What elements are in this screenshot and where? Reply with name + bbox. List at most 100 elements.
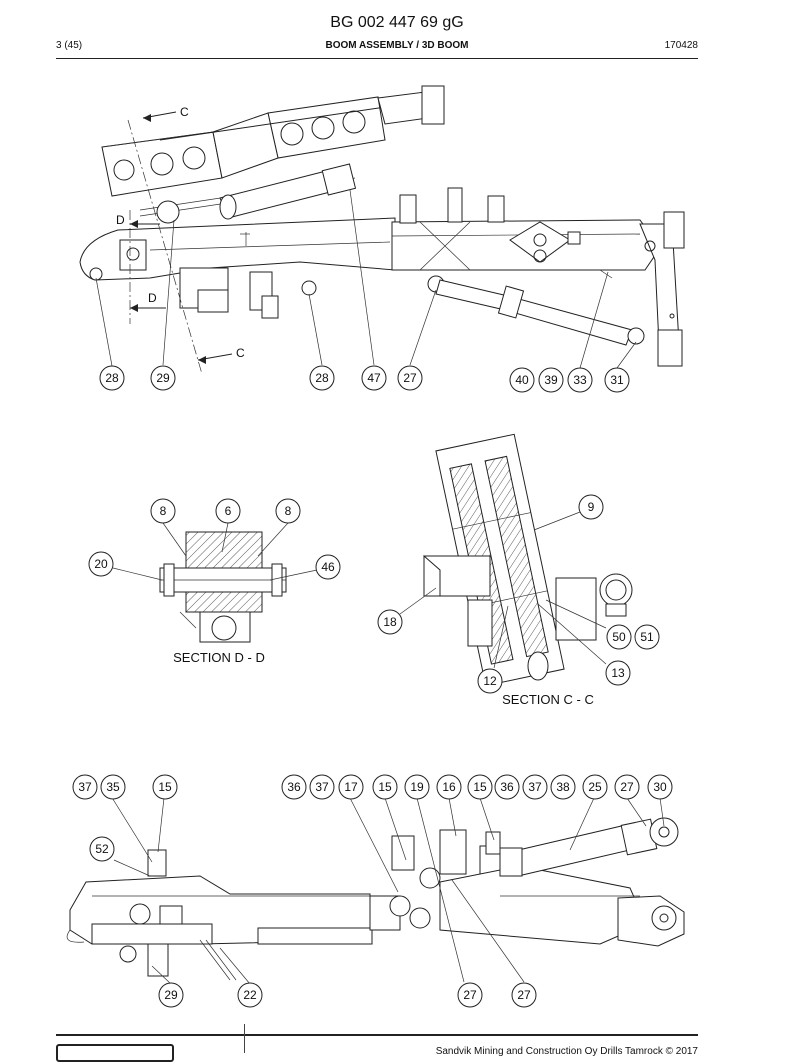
callout-27: 27: [614, 774, 640, 800]
svg-text:15: 15: [473, 780, 487, 794]
callout-27: 27: [457, 982, 483, 1008]
callout-37: 37: [309, 774, 335, 800]
footer-rule: [56, 1034, 698, 1036]
svg-text:15: 15: [158, 780, 172, 794]
callout-18: 18: [377, 609, 403, 635]
svg-text:13: 13: [611, 666, 625, 680]
callout-16: 16: [436, 774, 462, 800]
svg-text:6: 6: [225, 504, 232, 518]
rear-bracket: [639, 211, 685, 367]
section-dd-view: SECTION D - D: [112, 522, 318, 665]
svg-text:16: 16: [442, 780, 456, 794]
callout-40: 40: [509, 367, 535, 393]
svg-text:37: 37: [315, 780, 329, 794]
callout-47: 47: [361, 365, 387, 391]
svg-text:27: 27: [403, 371, 417, 385]
sandvik-logo: [56, 1044, 174, 1062]
svg-text:33: 33: [573, 373, 587, 387]
svg-text:27: 27: [620, 780, 634, 794]
svg-text:28: 28: [105, 371, 119, 385]
callout-52: 52: [89, 836, 115, 862]
callout-15: 15: [152, 774, 178, 800]
copyright-notice: Sandvik Mining and Construction Oy Drill…: [435, 1046, 698, 1057]
section-title: BOOM ASSEMBLY / 3D BOOM: [325, 40, 469, 51]
callout-29: 29: [150, 365, 176, 391]
svg-text:40: 40: [515, 373, 529, 387]
bottom-boom-view: [66, 795, 685, 985]
callout-28: 28: [99, 365, 125, 391]
section-marker-d-bottom: D: [148, 291, 157, 305]
svg-text:25: 25: [588, 780, 602, 794]
callout-35: 35: [100, 774, 126, 800]
svg-text:51: 51: [640, 630, 654, 644]
svg-text:12: 12: [483, 674, 497, 688]
callout-12: 12: [477, 668, 503, 694]
svg-text:17: 17: [344, 780, 358, 794]
section-cc-label: SECTION C - C: [502, 692, 594, 707]
svg-text:15: 15: [378, 780, 392, 794]
section-marker-c-bottom: C: [236, 346, 245, 360]
svg-text:18: 18: [383, 615, 397, 629]
svg-text:52: 52: [95, 842, 109, 856]
callout-22: 22: [237, 982, 263, 1008]
bottom-leader-lines: [110, 795, 665, 985]
section-dd-leaders: [112, 522, 318, 581]
svg-text:37: 37: [528, 780, 542, 794]
callout-31: 31: [604, 367, 630, 393]
callouts-section-dd: 8 6 8 20 46: [88, 498, 341, 580]
extension-beam: [101, 85, 445, 217]
callout-6: 6: [215, 498, 241, 524]
extension-cylinder: [156, 163, 357, 224]
svg-text:31: 31: [610, 373, 624, 387]
svg-text:30: 30: [653, 780, 667, 794]
svg-text:29: 29: [156, 371, 170, 385]
callout-27: 27: [397, 365, 423, 391]
svg-text:27: 27: [517, 988, 531, 1002]
header-rule: [56, 58, 698, 59]
section-cc-view: SECTION C - C: [399, 433, 633, 707]
callout-29: 29: [158, 982, 184, 1008]
section-marker-c-top: C: [180, 105, 189, 119]
callout-15: 15: [372, 774, 398, 800]
svg-text:39: 39: [544, 373, 558, 387]
callout-33: 33: [567, 367, 593, 393]
svg-text:9: 9: [588, 500, 595, 514]
callout-36: 36: [494, 774, 520, 800]
svg-text:8: 8: [160, 504, 167, 518]
document-date: 170428: [664, 40, 698, 51]
footer-divider: [244, 1024, 245, 1053]
callouts-bottom: 37 35 15 52 36 37 17 15 19 16 15 36 37 3…: [72, 774, 673, 1008]
svg-text:19: 19: [410, 780, 424, 794]
callout-13: 13: [605, 660, 631, 686]
callout-30: 30: [647, 774, 673, 800]
callout-15: 15: [467, 774, 493, 800]
callout-27: 27: [511, 982, 537, 1008]
svg-text:20: 20: [94, 557, 108, 571]
callout-9: 9: [578, 494, 604, 520]
main-boom-body: [79, 217, 396, 319]
callout-37: 37: [522, 774, 548, 800]
callout-25: 25: [582, 774, 608, 800]
svg-text:50: 50: [612, 630, 626, 644]
svg-text:47: 47: [367, 371, 381, 385]
callout-28: 28: [309, 365, 335, 391]
callout-36: 36: [281, 774, 307, 800]
callouts-top: 28 29 28 47 27 40 39 33 31: [99, 365, 630, 393]
callout-8: 8: [150, 498, 176, 524]
callout-20: 20: [88, 551, 114, 577]
section-marker-d-top: D: [116, 213, 125, 227]
top-boom-view: C C D D: [79, 85, 685, 375]
callout-38: 38: [550, 774, 576, 800]
svg-text:27: 27: [463, 988, 477, 1002]
document-number: BG 002 447 69 gG: [330, 14, 464, 31]
svg-text:38: 38: [556, 780, 570, 794]
callout-51: 51: [634, 624, 660, 650]
section-cc-leaders: [399, 511, 607, 669]
callout-50: 50: [606, 624, 632, 650]
section-cut-lines: [127, 111, 233, 375]
callout-17: 17: [338, 774, 364, 800]
svg-text:29: 29: [164, 988, 178, 1002]
svg-text:22: 22: [243, 988, 257, 1002]
callout-8: 8: [275, 498, 301, 524]
svg-text:36: 36: [287, 780, 301, 794]
